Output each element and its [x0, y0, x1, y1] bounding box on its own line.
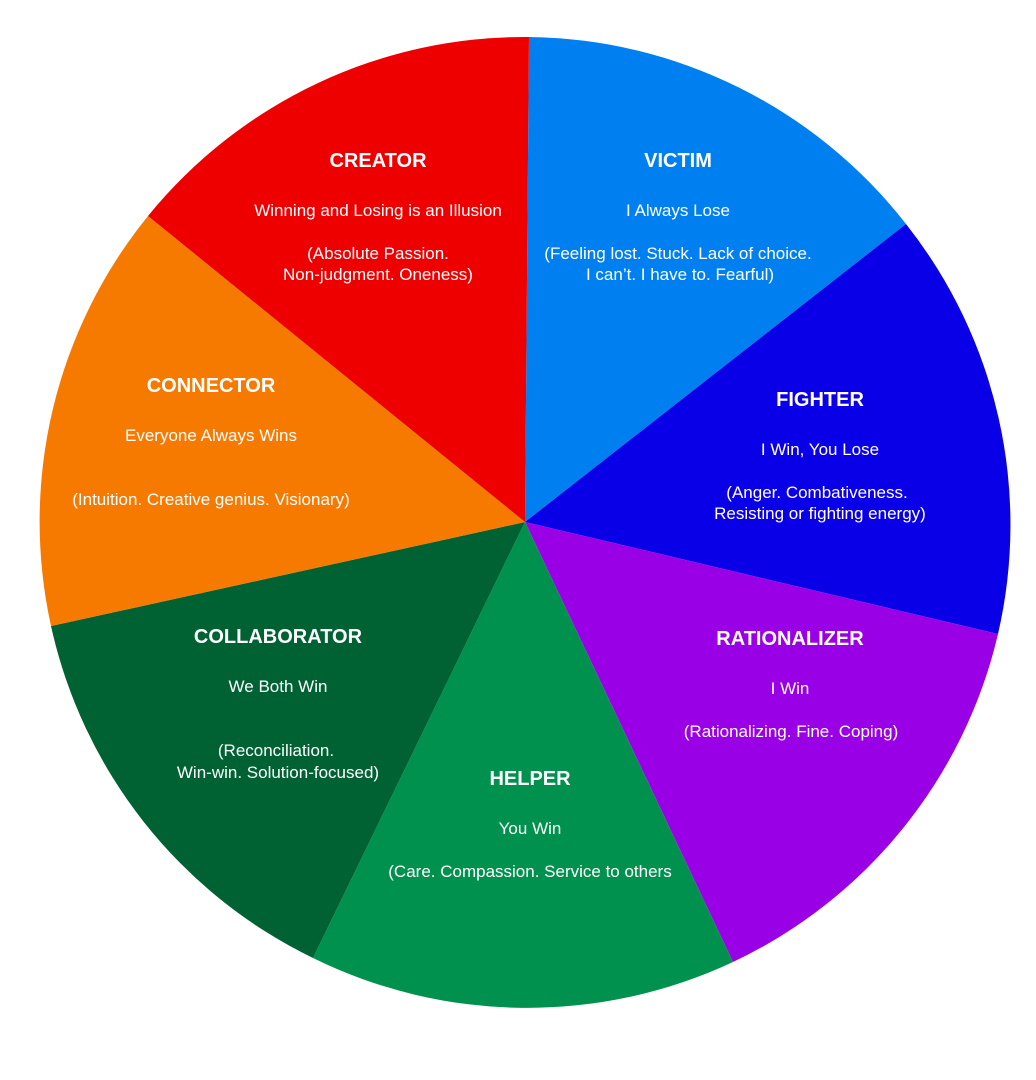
segment-fighter: FIGHTER I Win, You Lose (Anger. Combativ…	[714, 389, 926, 523]
wedge-collaborator	[51, 522, 525, 958]
wedge-creator	[148, 36, 529, 522]
helper-subtitle: You Win	[499, 819, 562, 838]
victim-subtitle: I Always Lose	[626, 201, 730, 220]
collaborator-subtitle: We Both Win	[229, 677, 328, 696]
creator-desc-line-1: (Absolute Passion.	[307, 244, 449, 263]
creator-subtitle: Winning and Losing is an Illusion	[254, 201, 502, 220]
wedge-rationalizer	[525, 522, 998, 962]
segment-rationalizer: RATIONALIZER I Win (Rationalizing. Fine.…	[684, 628, 899, 741]
wedge-fighter	[525, 224, 1011, 634]
fighter-desc-line-2: Resisting or fighting energy)	[714, 504, 926, 523]
creator-title: CREATOR	[329, 150, 427, 172]
fighter-title: FIGHTER	[776, 389, 864, 411]
connector-subtitle: Everyone Always Wins	[125, 426, 297, 445]
rationalizer-title: RATIONALIZER	[716, 628, 864, 650]
connector-title: CONNECTOR	[147, 375, 276, 397]
connector-desc-line-1: (Intuition. Creative genius. Visionary)	[72, 490, 350, 509]
segment-connector: CONNECTOR Everyone Always Wins (Intuitio…	[72, 375, 350, 509]
fighter-desc-line-1: (Anger. Combativeness.	[726, 483, 907, 502]
segment-collaborator: COLLABORATOR We Both Win (Reconciliation…	[177, 626, 379, 782]
helper-title: HELPER	[489, 768, 571, 790]
collaborator-title: COLLABORATOR	[194, 626, 363, 648]
segment-helper: HELPER You Win (Care. Compassion. Servic…	[388, 768, 671, 881]
collaborator-desc-line-1: (Reconciliation.	[218, 741, 334, 760]
rationalizer-subtitle: I Win	[771, 679, 810, 698]
segment-victim: VICTIM I Always Lose (Feeling lost. Stuc…	[544, 150, 811, 284]
wedge-connector	[39, 216, 525, 626]
helper-desc-line-1: (Care. Compassion. Service to others	[388, 862, 671, 881]
victim-desc-line-2: I can’t. I have to. Fearful)	[586, 265, 774, 284]
fighter-subtitle: I Win, You Lose	[761, 440, 879, 459]
rationalizer-desc-line-1: (Rationalizing. Fine. Coping)	[684, 722, 899, 741]
segment-creator: CREATOR Winning and Losing is an Illusio…	[254, 150, 502, 284]
wedges	[39, 36, 1011, 1008]
creator-desc-line-2: Non-judgment. Oneness)	[283, 265, 473, 284]
wedge-victim	[525, 37, 906, 522]
wedge-helper	[313, 522, 733, 1008]
victim-title: VICTIM	[644, 150, 712, 172]
victim-desc-line-1: (Feeling lost. Stuck. Lack of choice.	[544, 244, 811, 263]
collaborator-desc-line-2: Win-win. Solution-focused)	[177, 763, 379, 782]
